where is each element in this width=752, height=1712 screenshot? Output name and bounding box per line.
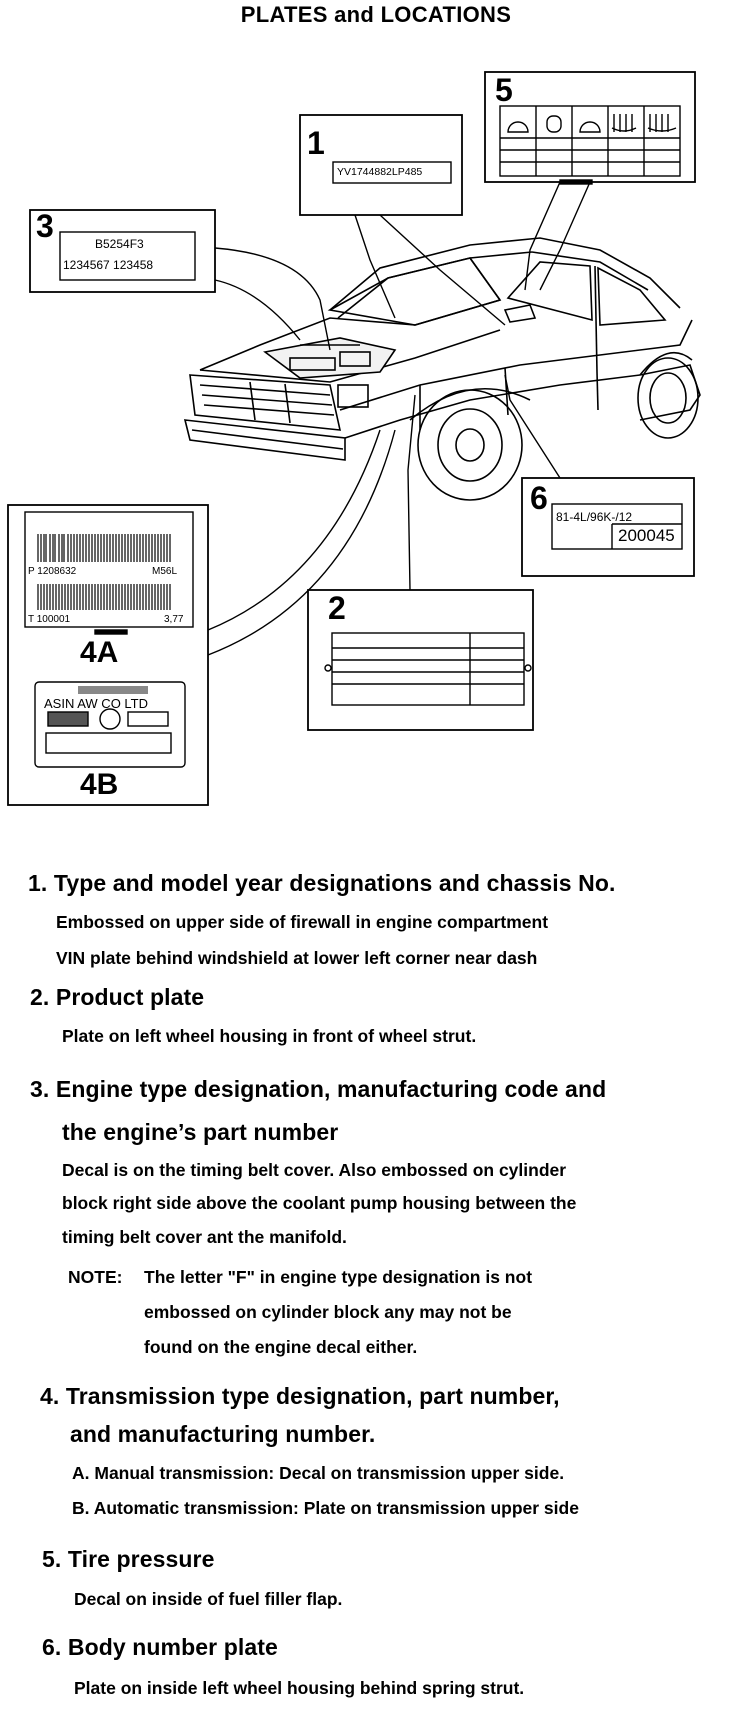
- callout-4-transmission: [7, 429, 396, 806]
- item-5-line-1: Decal on inside of fuel filler flap.: [74, 1589, 343, 1609]
- item-3-line-1: Decal is on the timing belt cover. Also …: [62, 1160, 567, 1180]
- callout-4b-maker: ASIN AW CO LTD: [44, 696, 149, 711]
- item-6-line-1: Plate on inside left wheel housing behin…: [74, 1678, 525, 1698]
- callout-1-vin-plate: [299, 114, 506, 326]
- item-3-note-line-2: embossed on cylinder block any may not b…: [144, 1302, 512, 1322]
- item-4-heading: 4. Transmission type designation, part n…: [40, 1383, 560, 1409]
- callout-6-body-number-plate: [504, 374, 695, 577]
- tire-tread-icon: [611, 114, 637, 132]
- gauge-icon: [579, 121, 601, 133]
- tire-tread-icon: [647, 114, 677, 132]
- item-3-line-2: block right side above the coolant pump …: [62, 1193, 577, 1213]
- item-3-note-label: NOTE:: [68, 1267, 123, 1287]
- callout-4a-label: 4A: [80, 636, 119, 669]
- item-3-heading-2: the engine’s part number: [62, 1119, 339, 1145]
- tire-icon: [546, 115, 562, 133]
- callout-5-number: 5: [495, 72, 513, 108]
- callout-1-number: 1: [307, 125, 325, 161]
- callout-6-number: 6: [530, 480, 548, 516]
- item-1-line-2: VIN plate behind windshield at lower lef…: [56, 948, 538, 968]
- item-2-line-1: Plate on left wheel housing in front of …: [62, 1026, 477, 1046]
- barcode-icon: [37, 534, 171, 610]
- item-3-heading: 3. Engine type designation, manufacturin…: [30, 1076, 607, 1102]
- callout-4a-left-code: P 1208632: [28, 566, 77, 577]
- item-4-line-b: B. Automatic transmission: Plate on tran…: [72, 1498, 579, 1518]
- gauge-icon: [507, 121, 529, 133]
- item-4-heading-2: and manufacturing number.: [70, 1421, 376, 1447]
- item-2-heading: 2. Product plate: [30, 984, 205, 1010]
- callout-4b-label: 4B: [80, 768, 119, 801]
- item-1-line-1: Embossed on upper side of firewall in en…: [56, 912, 549, 932]
- item-5-heading: 5. Tire pressure: [42, 1546, 215, 1572]
- callout-4a-right-code: M56L: [152, 566, 178, 577]
- callout-4a-bottom-left-code: T 100001: [28, 614, 71, 625]
- car-illustration: [183, 237, 701, 501]
- callout-5-tire-pressure-decal: [484, 71, 696, 291]
- item-6-heading: 6. Body number plate: [42, 1634, 278, 1660]
- callout-3-line-1: B5254F3: [95, 237, 144, 251]
- item-3-line-3: timing belt cover ant the manifold.: [62, 1227, 347, 1247]
- callout-2-number: 2: [328, 590, 346, 626]
- callout-3-line-2: 1234567 123458: [63, 258, 154, 272]
- callout-3-engine-decal: [29, 209, 331, 351]
- item-1-heading: 1. Type and model year designations and …: [28, 870, 616, 896]
- page-title: PLATES and LOCATIONS: [240, 2, 512, 27]
- callout-3-number: 3: [36, 208, 54, 244]
- item-4-line-a: A. Manual transmission: Decal on transmi…: [72, 1463, 565, 1483]
- callout-2-product-plate: [307, 394, 534, 731]
- callout-1-plate-text: YV1744882LP485: [337, 166, 423, 178]
- callout-6-line-1: 81-4L/96K-/12: [556, 510, 633, 524]
- car-plate-locations-diagram: [7, 71, 701, 806]
- item-3-note-line-3: found on the engine decal either.: [144, 1337, 418, 1357]
- item-3-note-line-1: The letter "F" in engine type designatio…: [144, 1267, 533, 1287]
- callout-6-line-2: 200045: [618, 526, 675, 545]
- callout-4a-bottom-right-code: 3,77: [164, 614, 184, 625]
